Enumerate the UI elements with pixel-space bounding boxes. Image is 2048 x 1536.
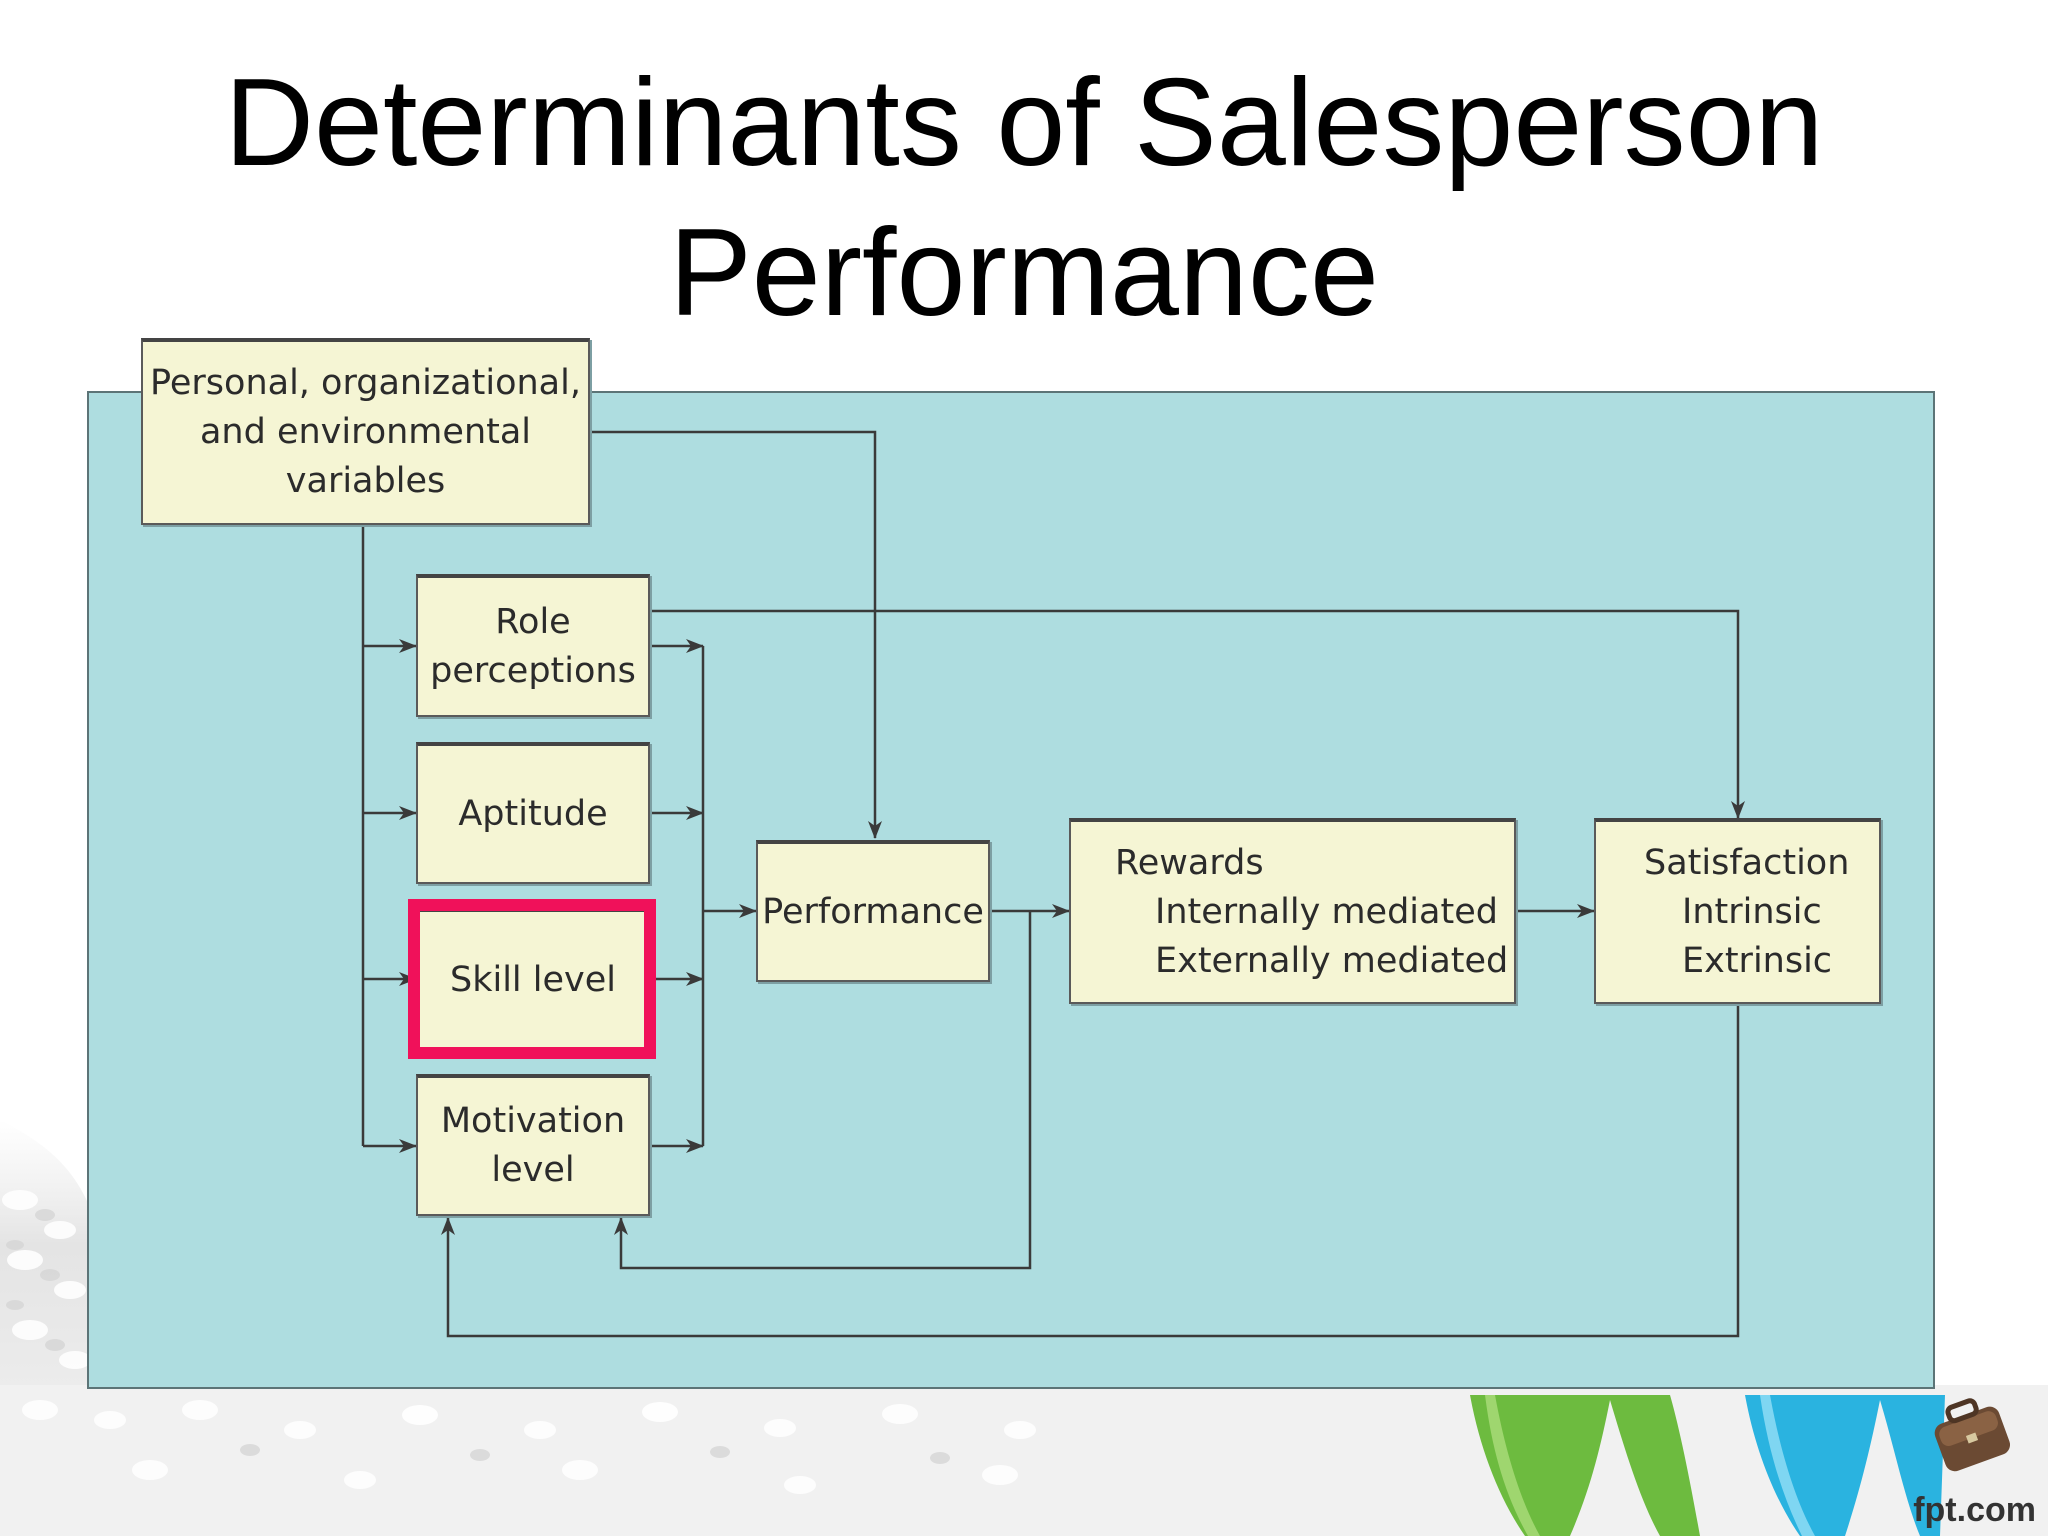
satisfaction-box-line-3: Extrinsic <box>1682 940 1833 981</box>
satisfaction-box-line-2: Intrinsic <box>1682 891 1822 932</box>
aptitude-box-label: Aptitude <box>458 793 608 834</box>
performance-box: Performance <box>756 840 990 982</box>
bg-dot-pattern-dark <box>6 1209 950 1464</box>
rewards-box-line-1: Rewards <box>1115 842 1264 883</box>
variables-box-line-1: Personal, organizational, <box>150 363 581 403</box>
green-figure-highlight <box>1485 1395 1540 1536</box>
performance-box-label: Performance <box>762 891 984 932</box>
variables-box: Personal, organizational, and environmen… <box>141 338 590 525</box>
satisfaction-box-line-1: Satisfaction <box>1644 842 1850 883</box>
satisfaction-box: Satisfaction Intrinsic Extrinsic <box>1594 818 1881 1004</box>
motivation-box-line-2: level <box>491 1150 575 1190</box>
rewards-box-line-2: Internally mediated <box>1155 891 1498 932</box>
slide-title-line-1: Determinants of Salesperson <box>224 54 1824 192</box>
variables-box-line-3: variables <box>285 461 446 501</box>
arrow-variables-to-performance <box>590 430 882 839</box>
role-perceptions-box: Role perceptions <box>416 574 650 717</box>
blue-figure-highlight <box>1760 1395 1815 1536</box>
green-figure-shape <box>1470 1395 1700 1536</box>
aptitude-box: Aptitude <box>416 742 650 884</box>
arrow-feedback-to-motivation <box>614 911 1032 1270</box>
motivation-level-box: Motivation level <box>416 1074 650 1216</box>
role-box-line-1: Role <box>495 601 571 642</box>
fpt-logo-text: fpt.com <box>1913 1491 2036 1529</box>
arrow-role-to-satisfaction <box>650 609 1745 819</box>
role-box-line-2: perceptions <box>430 650 636 691</box>
slide-title-line-2: Performance <box>669 204 1379 342</box>
skill-level-box: Skill level <box>416 908 650 1051</box>
skill-level-highlight <box>408 899 656 1059</box>
rewards-box-line-3: Externally mediated <box>1155 940 1509 981</box>
motivation-box-line-1: Motivation <box>440 1101 626 1141</box>
arrow-satisfaction-feedback <box>441 1004 1740 1338</box>
skill-box-label: Skill level <box>449 960 616 1000</box>
rewards-box: Rewards Internally mediated Externally m… <box>1069 818 1516 1004</box>
connector-lines <box>361 430 1745 1338</box>
briefcase-icon <box>1934 1398 2011 1472</box>
variables-box-line-2: and environmental <box>199 412 532 452</box>
